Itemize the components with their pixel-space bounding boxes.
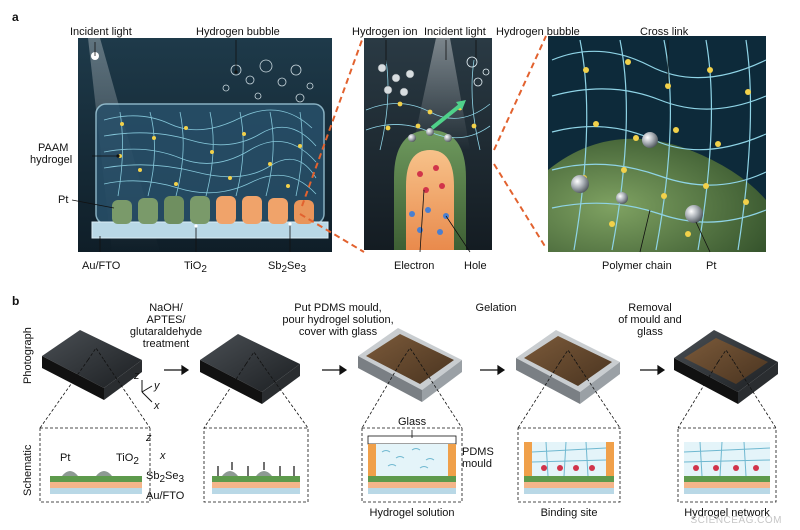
zoom-connector-lines (299, 35, 547, 253)
panel-b-letter: b (12, 294, 20, 308)
label-au-fto: Au/FTO (82, 260, 121, 272)
caption-binding-site: Binding site (540, 507, 598, 519)
step4-line3: glass (637, 326, 663, 338)
label-paam-line1: PAAM (38, 142, 69, 154)
row-label-photograph: Photograph (22, 327, 34, 384)
watermark: SCIENCEAG.COM (690, 515, 782, 526)
step1-line2: APTES/ (146, 314, 186, 326)
step1-line3: glutaraldehyde (129, 326, 203, 338)
schematic-2 (212, 462, 300, 494)
label-polymer-chain: Polymer chain (602, 260, 672, 272)
caption-hydrogel-network: Hydrogel network (684, 507, 770, 519)
axis-z-schematic: z (146, 432, 152, 444)
label-hole: Hole (464, 260, 487, 272)
label-cross-link: Cross link (640, 26, 689, 38)
schematic-tio2-label: TiO2 (116, 452, 139, 468)
panel-a-letter: a (12, 10, 19, 24)
glass-label: Glass (398, 416, 427, 428)
zoom-triangles (39, 347, 777, 429)
schematic-3 (367, 430, 457, 494)
caption-hydrogel-solution: Hydrogel solution (369, 507, 455, 519)
schematic-frames (39, 427, 777, 503)
panel-a-right-illustration (548, 36, 767, 253)
schematic-sb2se3-label: Sb2Se3 (146, 470, 185, 486)
axis-triad (141, 380, 153, 403)
axis-x-photo: x (154, 400, 160, 412)
label-pt-left: Pt (58, 194, 69, 206)
schematic-4 (524, 441, 614, 494)
label-electron: Electron (394, 260, 435, 272)
schematic-1 (50, 471, 142, 494)
step2-line3: cover with glass (298, 326, 378, 338)
label-hydrogen-bubble-left: Hydrogen bubble (196, 26, 280, 38)
row-label-schematic: Schematic (22, 444, 34, 496)
axis-x-schematic: x (160, 450, 166, 462)
axis-z-photo: z (134, 370, 140, 382)
label-hydrogen-ion: Hydrogen ion (352, 26, 418, 38)
label-paam-line2: hydrogel (30, 154, 73, 166)
label-sb2se3: Sb2Se3 (268, 260, 307, 276)
step-arrows (164, 364, 666, 376)
panel-a-middle-illustration (364, 38, 492, 253)
step2-line2: pour hydrogel solution, (282, 314, 394, 326)
label-pt-right: Pt (706, 260, 717, 272)
pdms-line2: mould (462, 458, 492, 470)
label-incident-light-left: Incident light (70, 26, 132, 38)
pdms-line1: PDMS (462, 446, 494, 458)
label-hydrogen-bubble-middle: Hydrogen bubble (496, 26, 580, 38)
label-incident-light-middle: Incident light (424, 26, 486, 38)
label-tio2: TiO2 (184, 260, 207, 276)
schematic-5 (683, 441, 771, 494)
step2-line1: Put PDMS mould, (294, 302, 382, 314)
panel-a-left-illustration (71, 38, 332, 252)
step1-line1: NaOH/ (149, 302, 183, 314)
schematic-pt-label: Pt (60, 452, 71, 464)
schematic-au-fto-label: Au/FTO (146, 490, 185, 502)
axis-y-photo: y (154, 380, 160, 392)
step4-line1: Removal (628, 302, 672, 314)
step3-label: Gelation (475, 302, 517, 314)
step4-line2: of mould and (618, 314, 682, 326)
step1-line4: treatment (142, 338, 190, 350)
